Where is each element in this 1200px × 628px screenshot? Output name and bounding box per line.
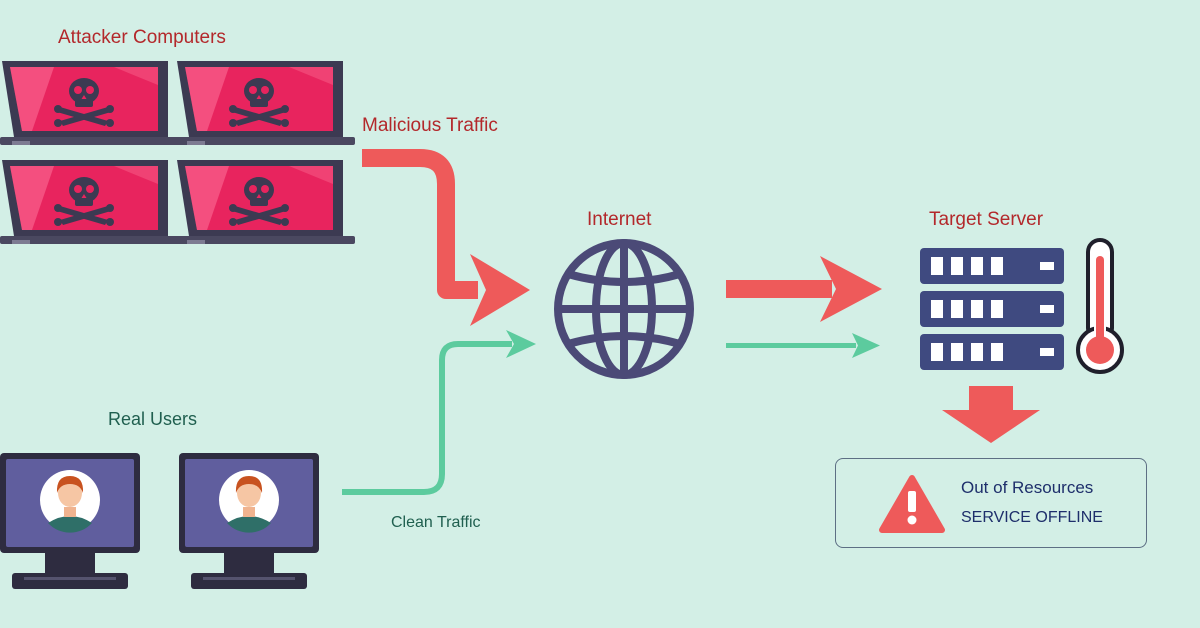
malicious-traffic-arrow [362, 149, 530, 326]
attacker-laptop-3 [0, 160, 180, 244]
clean-traffic-label: Clean Traffic [391, 514, 481, 531]
warning-icon [879, 475, 945, 533]
down-arrow [942, 386, 1040, 443]
clean-traffic-arrow [342, 330, 536, 495]
attacker-laptop-1 [0, 61, 180, 145]
attacker-laptop-2 [175, 61, 355, 145]
real-users-label: Real Users [108, 409, 198, 429]
user-monitor-2 [179, 453, 319, 589]
status-box [835, 458, 1147, 548]
thermometer-icon [1076, 238, 1124, 374]
attackers-label: Attacker Computers [58, 27, 226, 48]
status-line-offline: SERVICE OFFLINE [961, 509, 1103, 526]
clean-to-server-arrow [726, 333, 880, 358]
status-line-resources: Out of Resources [961, 478, 1094, 497]
globe-icon [554, 239, 694, 379]
malicious-to-server-arrow [726, 256, 882, 322]
malicious-traffic-label: Malicious Traffic [362, 115, 498, 136]
internet-label: Internet [587, 209, 652, 230]
attacker-laptop-4 [175, 160, 355, 244]
user-monitor-1 [0, 453, 140, 589]
target-server-label: Target Server [929, 209, 1044, 230]
server-rack-icon [920, 248, 1064, 370]
